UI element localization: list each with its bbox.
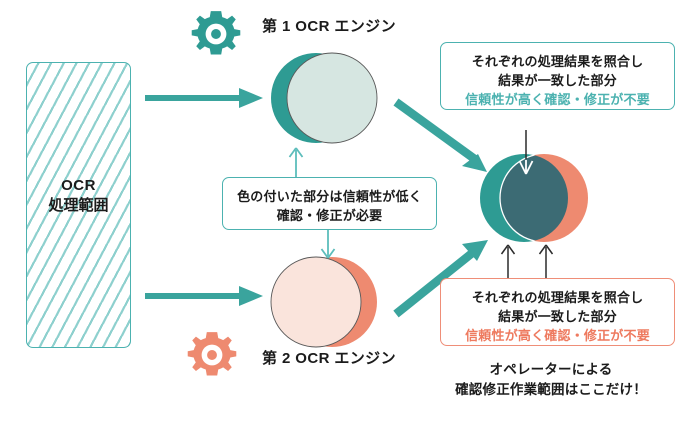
callout-match-top: それぞれの処理結果を照合し 結果が一致した部分 信頼性が高く確認・修正が不要 (440, 42, 675, 110)
callout-low-confidence-line2: 確認・修正が必要 (276, 208, 383, 224)
arrow-right-icon-to-engine-1 (145, 85, 265, 111)
engine-1-result-circles (268, 48, 380, 148)
engine-1-front-circle (286, 52, 378, 144)
gear-icon-engine-2 (186, 329, 238, 381)
callout-match-top-line2: 結果が一致した部分 (498, 73, 617, 89)
callout-match-top-line1: それぞれの処理結果を照合し (471, 54, 644, 69)
arrow-up-icon-venn-right (538, 244, 554, 278)
operator-note-line2: 確認修正作業範囲はここだけ！ (455, 382, 647, 398)
engine-1-title: 第 1 OCR エンジン (262, 18, 396, 35)
gear-icon-engine-1 (190, 8, 242, 60)
operator-note-line1: オペレーターによる (489, 362, 613, 377)
callout-match-bottom-line2: 結果が一致した部分 (498, 309, 617, 325)
arrow-up-icon-to-engine-1 (288, 146, 304, 182)
ocr-range-label: OCR 処理範囲 (26, 176, 131, 216)
callout-match-bottom-line3: 信頼性が高く確認・修正が不要 (465, 328, 650, 344)
arrow-up-icon-venn-left (500, 244, 516, 278)
venn-merged-result (478, 146, 590, 251)
engine-2-result-circles (268, 252, 380, 352)
arrow-right-icon-to-engine-2 (145, 283, 265, 309)
arrow-diagonal-down-right-icon (392, 98, 502, 180)
ocr-range-label-line1: OCR (61, 177, 96, 194)
operator-note: オペレーターによる 確認修正作業範囲はここだけ！ (420, 360, 682, 401)
callout-match-bottom: それぞれの処理結果を照合し 結果が一致した部分 信頼性が高く確認・修正が不要 (440, 278, 675, 346)
callout-low-confidence-line1: 色の付いた部分は信頼性が低く (237, 189, 422, 204)
ocr-range-label-line2: 処理範囲 (48, 196, 109, 214)
callout-match-top-line3: 信頼性が高く確認・修正が不要 (465, 92, 650, 108)
callout-low-confidence: 色の付いた部分は信頼性が低く 確認・修正が必要 (222, 177, 437, 230)
ocr-range-panel (26, 62, 131, 348)
arrow-down-icon-into-venn (518, 130, 534, 176)
engine-2-front-circle (270, 256, 362, 348)
callout-match-bottom-line1: それぞれの処理結果を照合し (471, 290, 644, 305)
engine-2-title: 第 2 OCR エンジン (262, 350, 396, 367)
arrow-diagonal-up-right-icon (392, 228, 502, 320)
